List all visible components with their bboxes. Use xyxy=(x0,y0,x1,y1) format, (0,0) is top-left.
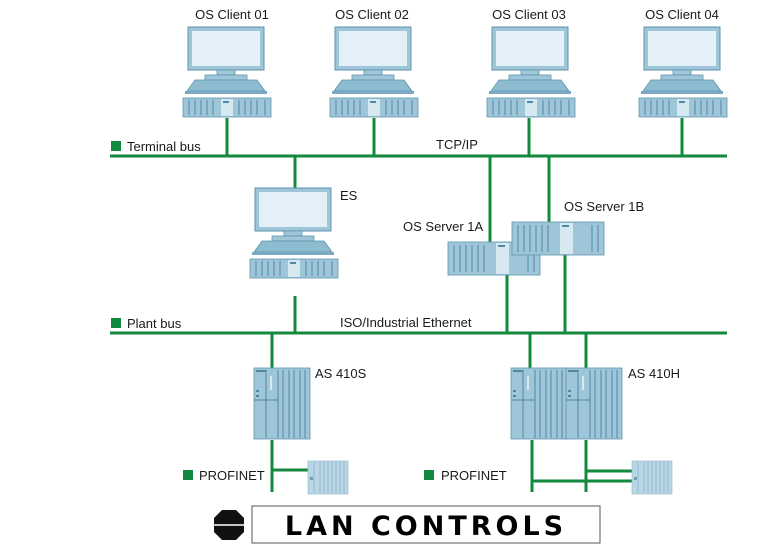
plant-bus-legend-marker xyxy=(111,318,121,328)
workstation-icon xyxy=(249,187,339,279)
io-device-icon xyxy=(307,460,349,495)
os-server-1a: OS Server 1A xyxy=(403,219,541,276)
as-410h: AS 410H xyxy=(510,366,680,440)
profinet-left: PROFINET xyxy=(183,460,349,495)
profinet-right: PROFINET xyxy=(424,460,673,495)
logo-frame xyxy=(251,505,601,544)
workstation-icon xyxy=(486,26,576,118)
as-410s-label: AS 410S xyxy=(315,366,367,381)
os-server-1b: OS Server 1B xyxy=(511,199,644,256)
bus-lines xyxy=(110,118,727,492)
profinet-legend-marker xyxy=(424,470,434,480)
terminal-bus-protocol: TCP/IP xyxy=(436,137,478,152)
profinet-right-label: PROFINET xyxy=(441,468,507,483)
os-client-01: OS Client 01 xyxy=(182,7,272,118)
os-client-02-label: OS Client 02 xyxy=(335,7,409,22)
lan-controls-logo: LAN CONTROLS xyxy=(214,505,601,544)
as-410h-label: AS 410H xyxy=(628,366,680,381)
os-server-1b-label: OS Server 1B xyxy=(564,199,644,214)
server-icon xyxy=(511,221,605,256)
engineering-station: ES xyxy=(249,187,358,279)
os-client-03-label: OS Client 03 xyxy=(492,7,566,22)
workstation-icon xyxy=(638,26,728,118)
os-client-04: OS Client 04 xyxy=(638,7,728,118)
os-client-01-label: OS Client 01 xyxy=(195,7,269,22)
os-server-1a-label: OS Server 1A xyxy=(403,219,484,234)
plc-icon xyxy=(253,367,311,440)
plc-icon xyxy=(565,367,623,440)
es-label: ES xyxy=(340,188,358,203)
profinet-left-label: PROFINET xyxy=(199,468,265,483)
workstation-icon xyxy=(182,26,272,118)
os-client-02: OS Client 02 xyxy=(329,7,419,118)
workstation-icon xyxy=(329,26,419,118)
io-device-icon xyxy=(631,460,673,495)
logo-text: LAN CONTROLS xyxy=(285,511,567,542)
plant-bus-protocol: ISO/Industrial Ethernet xyxy=(340,315,472,330)
plc-icon xyxy=(510,367,568,440)
profinet-legend-marker xyxy=(183,470,193,480)
os-client-03: OS Client 03 xyxy=(486,7,576,118)
plant-bus-label: Plant bus xyxy=(127,316,182,331)
terminal-bus-legend-marker xyxy=(111,141,121,151)
os-client-04-label: OS Client 04 xyxy=(645,7,719,22)
as-410s: AS 410S xyxy=(253,366,367,440)
terminal-bus-label: Terminal bus xyxy=(127,139,201,154)
